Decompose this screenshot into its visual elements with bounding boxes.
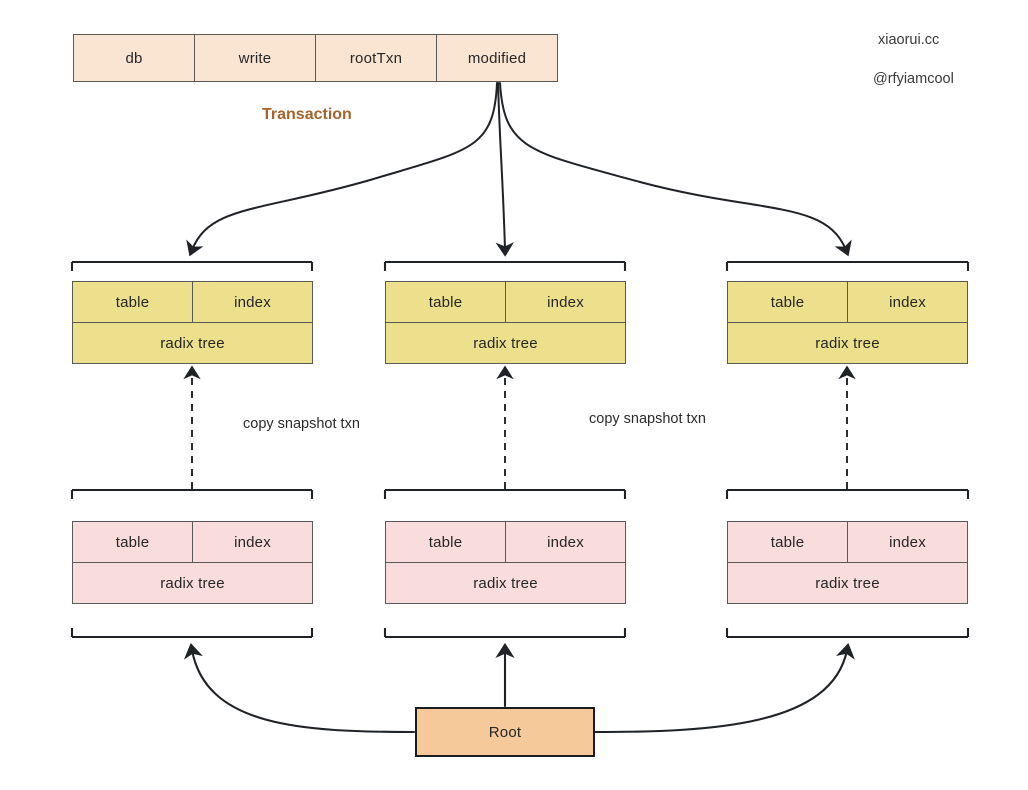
snapshot-node-1-table[interactable]: table	[72, 521, 193, 563]
bracket-snapshot-bottom-2	[383, 628, 627, 639]
current-node-3-radix-tree-label: radix tree	[815, 334, 880, 352]
current-node-2-radix-tree-label: radix tree	[473, 334, 538, 352]
current-node-1-table[interactable]: table	[72, 281, 193, 323]
bracket-current-2	[383, 260, 627, 271]
transaction-field-write-label: write	[238, 49, 272, 67]
root-node[interactable]: Root	[415, 707, 595, 757]
transaction-field-modified[interactable]: modified	[436, 34, 558, 82]
bracket-current-1	[70, 260, 314, 271]
transaction-field-modified-label: modified	[467, 49, 527, 67]
bracket-snapshot-bottom-3	[725, 628, 970, 639]
current-node-3-radix-tree[interactable]: radix tree	[727, 322, 968, 364]
snapshot-node-1-radix-tree-label: radix tree	[160, 574, 225, 592]
snapshot-node-3-table-label: table	[770, 533, 805, 551]
snapshot-node-3-radix-tree[interactable]: radix tree	[727, 562, 968, 604]
snapshot-node-3-radix-tree-label: radix tree	[815, 574, 880, 592]
snapshot-node-1-index[interactable]: index	[192, 521, 313, 563]
snapshot-node-3-table[interactable]: table	[727, 521, 848, 563]
bracket-snapshot-top-3	[725, 488, 970, 499]
edge-modified-to-current-3	[499, 82, 852, 257]
snapshot-node-1-table-label: table	[115, 533, 150, 551]
bracket-snapshot-bottom-1	[70, 628, 314, 639]
current-node-1-radix-tree[interactable]: radix tree	[72, 322, 313, 364]
snapshot-node-2-table-label: table	[428, 533, 463, 551]
watermark-handle: @rfyiamcool	[873, 71, 954, 87]
current-node-1-index-label: index	[234, 293, 271, 311]
current-node-1-index[interactable]: index	[192, 281, 313, 323]
snapshot-node-2-index-label: index	[547, 533, 584, 551]
current-node-3-index-label: index	[889, 293, 926, 311]
edge-modified-to-current-2	[495, 82, 514, 257]
current-node-2-table-label: table	[428, 293, 463, 311]
bracket-snapshot-top-1	[70, 488, 314, 499]
transaction-caption: Transaction	[262, 106, 352, 123]
transaction-field-roottxn-label: rootTxn	[349, 49, 403, 67]
bracket-snapshot-top-2	[383, 488, 627, 499]
copy-snapshot-txn-label-2: copy snapshot txn	[589, 411, 706, 427]
current-node-2-index-label: index	[547, 293, 584, 311]
snapshot-node-2-table[interactable]: table	[385, 521, 506, 563]
snapshot-node-1-index-label: index	[234, 533, 271, 551]
snapshot-node-3-index[interactable]: index	[847, 521, 968, 563]
bracket-current-3	[725, 260, 970, 271]
current-node-3-index[interactable]: index	[847, 281, 968, 323]
root-node-label: Root	[488, 723, 522, 741]
edge-root-to-snapshot-3	[593, 642, 855, 734]
current-node-2-table[interactable]: table	[385, 281, 506, 323]
current-node-3-table-label: table	[770, 293, 805, 311]
transaction-field-roottxn[interactable]: rootTxn	[315, 34, 437, 82]
transaction-field-write[interactable]: write	[194, 34, 316, 82]
snapshot-node-3-index-label: index	[889, 533, 926, 551]
copy-snapshot-txn-label-1: copy snapshot txn	[243, 416, 360, 432]
watermark-site: xiaorui.cc	[878, 32, 940, 48]
snapshot-node-2-index[interactable]: index	[505, 521, 626, 563]
snapshot-node-2-radix-tree[interactable]: radix tree	[385, 562, 626, 604]
current-node-2-radix-tree[interactable]: radix tree	[385, 322, 626, 364]
current-node-1-radix-tree-label: radix tree	[160, 334, 225, 352]
current-node-3-table[interactable]: table	[727, 281, 848, 323]
transaction-field-db[interactable]: db	[73, 34, 195, 82]
snapshot-node-2-radix-tree-label: radix tree	[473, 574, 538, 592]
current-node-1-table-label: table	[115, 293, 150, 311]
transaction-field-db-label: db	[125, 49, 143, 67]
current-node-2-index[interactable]: index	[505, 281, 626, 323]
snapshot-node-1-radix-tree[interactable]: radix tree	[72, 562, 313, 604]
edge-root-to-snapshot-1	[183, 642, 416, 734]
